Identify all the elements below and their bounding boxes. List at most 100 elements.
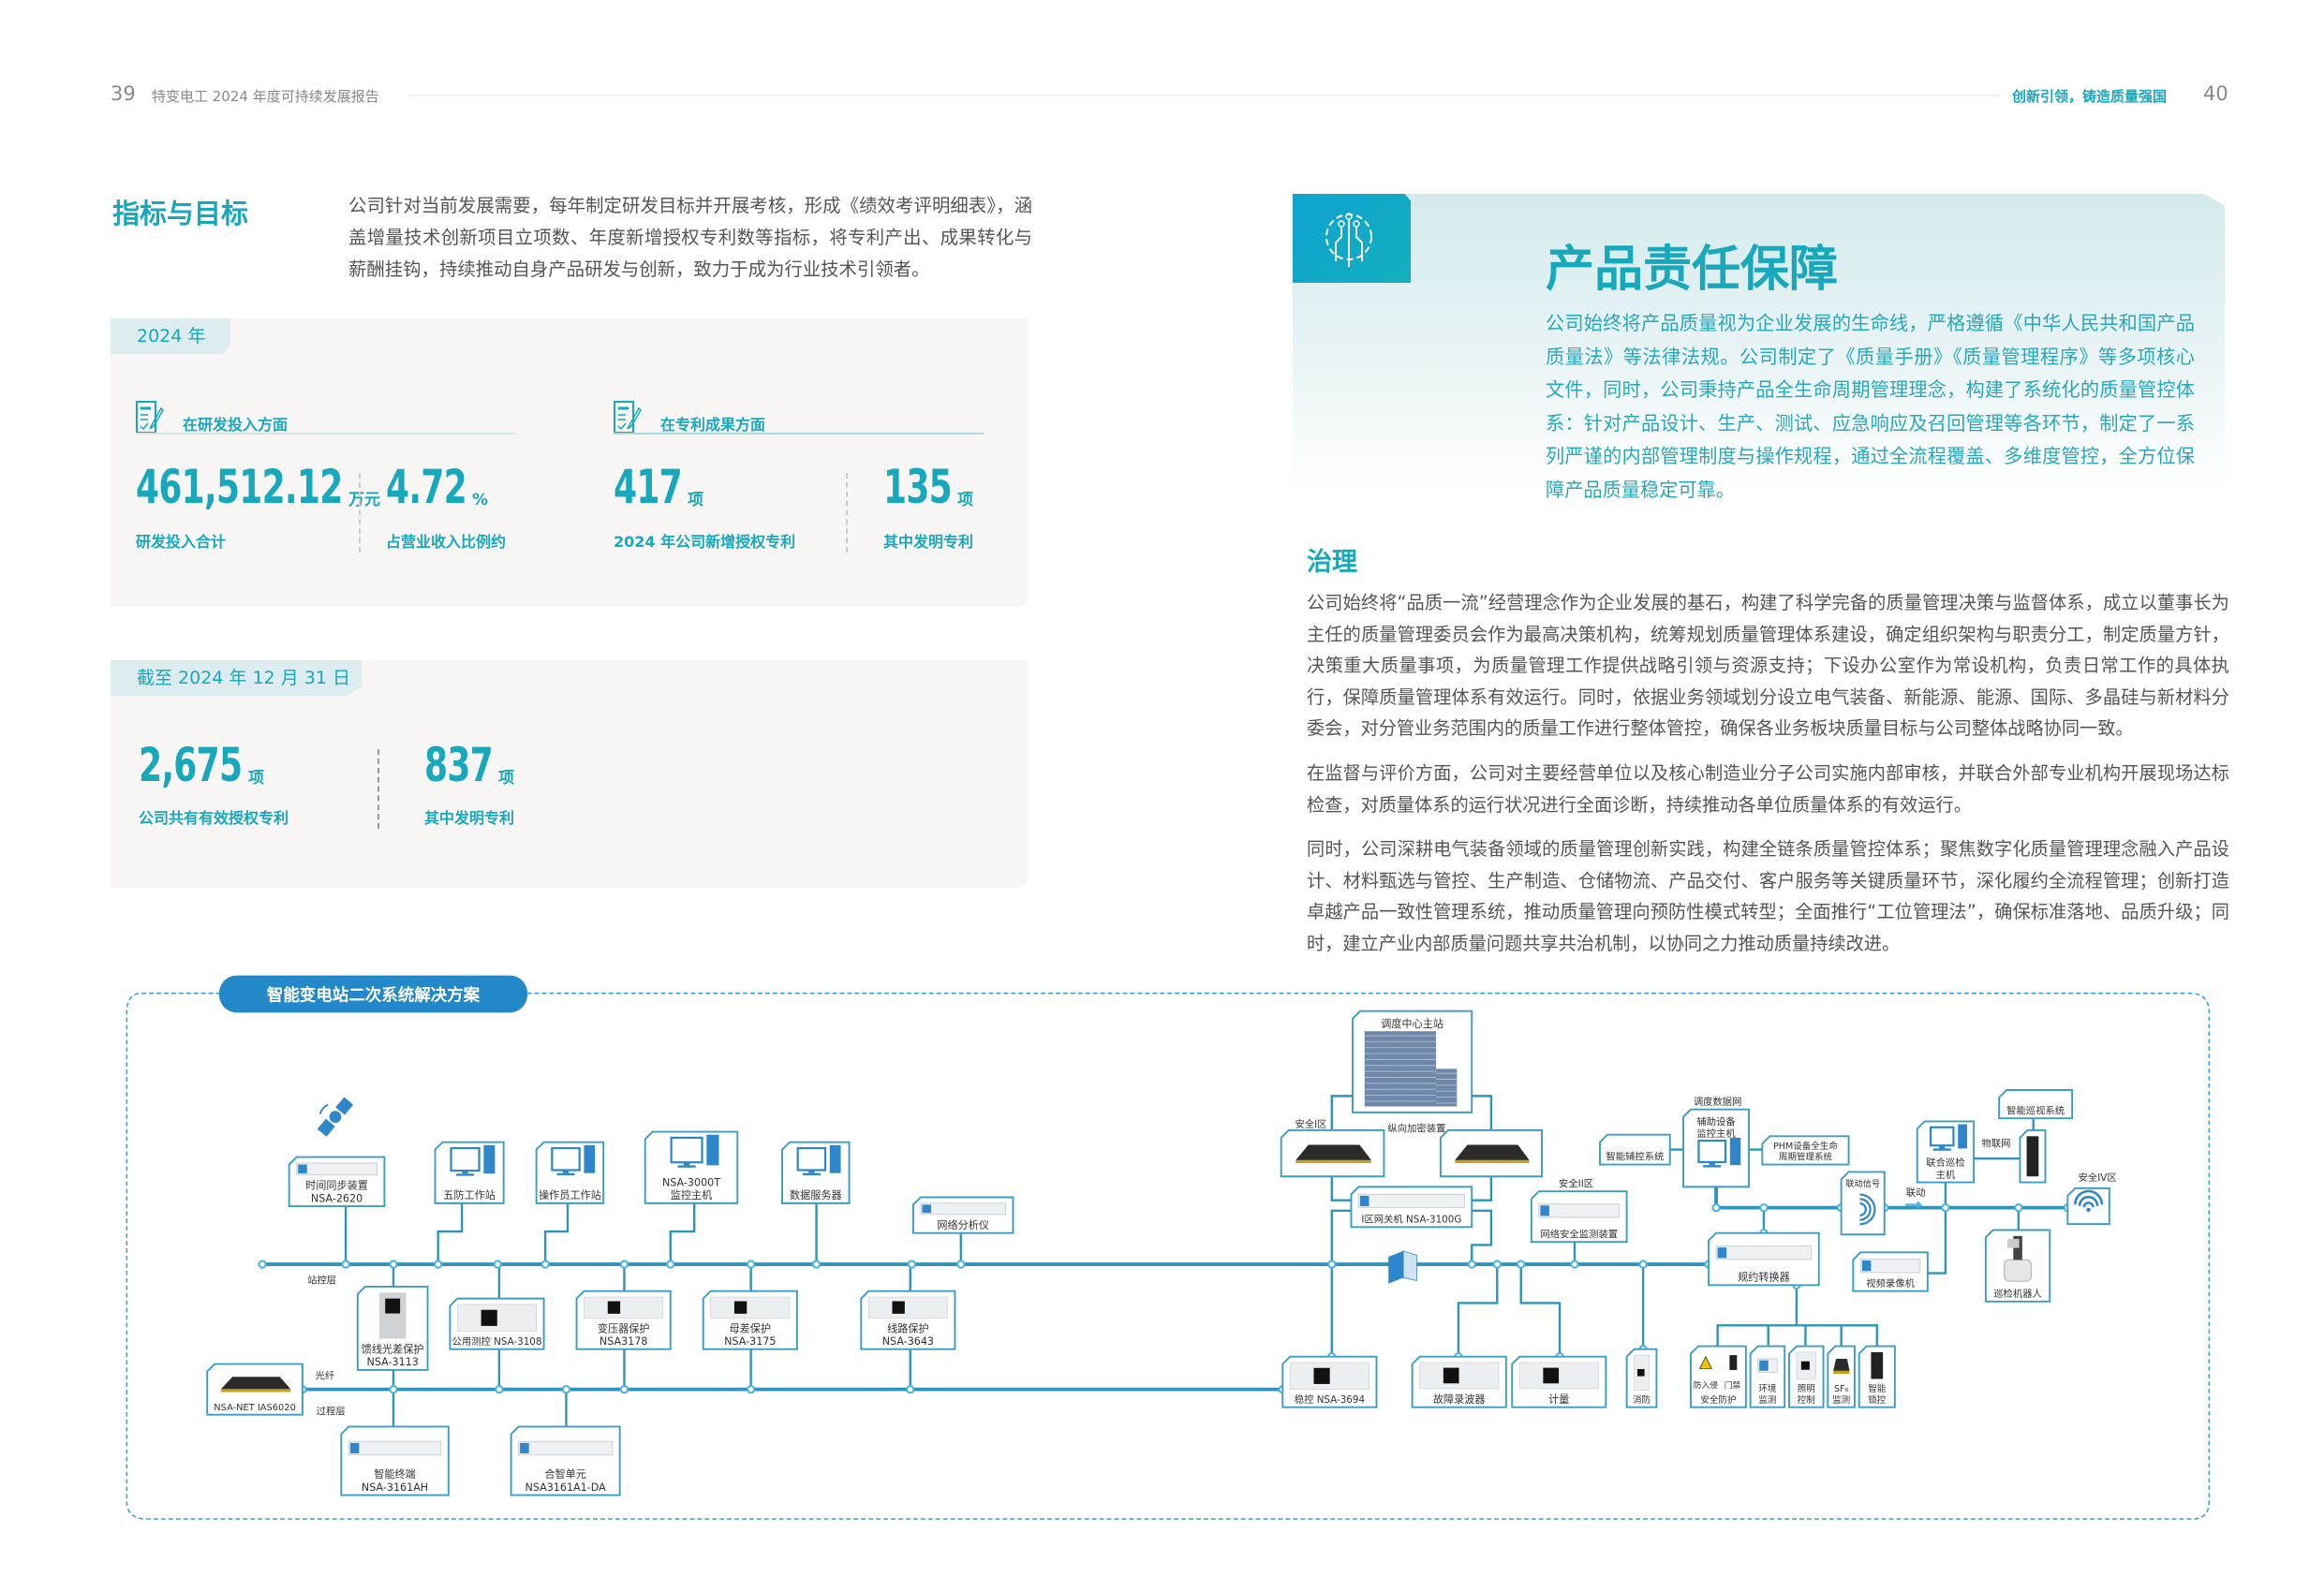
protection-device-icon: [1289, 1362, 1369, 1391]
aux-host-label: 监控主机: [1696, 1127, 1736, 1140]
intrusion-label: 防入侵: [1694, 1379, 1718, 1391]
stat-value-wrap: 461,512.12: [136, 464, 343, 510]
bus-node: [746, 1384, 756, 1394]
bus-node: [907, 1260, 917, 1269]
bus-node: [746, 1260, 756, 1269]
connector-line: [543, 1202, 570, 1265]
protection-device-icon: [710, 1296, 791, 1319]
nvr-label: 视频录像机: [1866, 1277, 1915, 1290]
station-layer-label: 站控层: [307, 1275, 336, 1287]
gear-circuit-icon-tile: [1293, 194, 1411, 283]
rack-device-icon: [1757, 1358, 1778, 1373]
link-signal-label: 联动信号: [1845, 1178, 1880, 1189]
stat-unit: 项: [957, 491, 973, 509]
metering-label: 计量: [1548, 1393, 1569, 1406]
network-device-icon: [1295, 1144, 1371, 1160]
operator-label: 操作员工作站: [539, 1188, 601, 1201]
card-tab: 截至 2024 年 12 月 31 日: [111, 660, 362, 696]
stability-label: 稳控 NSA-3694: [1295, 1393, 1365, 1406]
report-title: 特变电工 2024 年度可持续发展报告: [152, 88, 379, 105]
protection-device-icon: [456, 1304, 538, 1333]
env-label: 环境: [1758, 1383, 1777, 1394]
protection-device-icon: [1419, 1362, 1500, 1390]
bus-node: [2014, 1202, 2023, 1213]
line-prot-label: 线路保护: [887, 1321, 929, 1334]
fiber-label: 光纤: [315, 1370, 334, 1382]
bus-node: [433, 1260, 443, 1269]
section-title: 产品责任保障: [1546, 242, 1839, 298]
phm-label: PHM设备全生命: [1773, 1141, 1838, 1152]
stat-label: 2024 年公司新增授权专利: [614, 533, 796, 551]
busbar-label: 母差保护: [730, 1321, 772, 1334]
time-sync-label: 时间同步装置: [305, 1180, 368, 1192]
connector-line: [437, 1202, 464, 1265]
stat-label: 研发投入合计: [136, 533, 227, 551]
terminal-label: 智能终端: [374, 1467, 416, 1481]
wifi-icon: [2074, 1189, 2104, 1213]
divider: [359, 473, 361, 553]
stat-value: 461,512.12: [136, 460, 343, 514]
device-icon: [1871, 1351, 1884, 1379]
bus-node: [666, 1260, 675, 1269]
fire-label: 消防: [1633, 1394, 1651, 1406]
patent-results-heading: 在专利成果方面: [660, 416, 766, 434]
satellite-icon: [317, 1097, 354, 1137]
governance-paragraph: 同时，公司深耕电气装备领域的质量管理创新实践，构建全链条质量管控体系；聚焦数字化…: [1307, 838, 2229, 954]
divider: [846, 473, 848, 553]
stat-unit: 万元: [348, 491, 380, 509]
rack-device-icon: [518, 1440, 614, 1456]
signal-wave-icon: [1859, 1193, 1876, 1226]
joint-host-label: 主机: [1936, 1169, 1956, 1181]
security-zone-4-label: 安全IV区: [2079, 1172, 2117, 1184]
data-server-label: 数据服务器: [790, 1188, 842, 1201]
bus-node: [1517, 1260, 1526, 1269]
goals-text: 公司针对当前发展需要，每年制定研发目标并开展考核，形成《绩效考评明细表》，涵盖增…: [348, 195, 1032, 280]
governance-body: 公司始终将“品质一流”经营理念作为企业发展的基石，构建了科学完备的质量管理决策与…: [1307, 587, 2229, 973]
stat-unit: 项: [248, 769, 264, 788]
linkage-label: 联动: [1906, 1187, 1926, 1199]
bus-node: [619, 1260, 629, 1269]
feeder-label: NSA-3113: [367, 1356, 419, 1368]
device-box: [1827, 1345, 1856, 1408]
stat-value-wrap: 135: [883, 464, 953, 510]
stat-value: 417: [614, 460, 683, 514]
common-ctrl-label: 公用测控 NSA-3108: [452, 1335, 542, 1348]
bus-node: [389, 1384, 398, 1394]
governance-heading: 治理: [1307, 548, 1357, 577]
device-led-strip: [1295, 1159, 1371, 1164]
connector-line: [669, 1202, 696, 1265]
connector-line: [1330, 1095, 1493, 1130]
rack-device-icon: [1859, 1259, 1921, 1274]
lighting-label: 照明: [1798, 1384, 1815, 1394]
card-tab: 2024 年: [111, 318, 230, 354]
computer-icon: [796, 1144, 841, 1176]
computer-icon: [551, 1144, 596, 1176]
bus-node: [341, 1260, 350, 1269]
device-box: [1599, 1133, 1671, 1166]
computer-icon: [670, 1134, 719, 1168]
connector-line: [1457, 1264, 1499, 1357]
rack-device-icon: [348, 1440, 442, 1456]
section-underline: [614, 433, 984, 435]
busbar-label: NSA-3175: [724, 1335, 776, 1348]
computer-icon: [1697, 1137, 1741, 1168]
stat-value-wrap: 837: [424, 738, 494, 792]
bus-node: [561, 1384, 571, 1394]
process-layer-label: 过程层: [317, 1406, 346, 1418]
device-box: [1761, 1135, 1850, 1166]
lock-label: 锁控: [1868, 1394, 1887, 1406]
connector-line: [1330, 1209, 1493, 1265]
bus-node: [258, 1260, 267, 1269]
connector-line: [1330, 1176, 1493, 1201]
stat-value: 837: [424, 738, 494, 792]
header-divider: [407, 95, 2000, 96]
network-device-icon: [1833, 1359, 1850, 1371]
bus-node: [811, 1260, 822, 1269]
protection-device-icon: [584, 1296, 664, 1319]
bus-node: [619, 1384, 629, 1394]
transformer-label: NSA3178: [600, 1335, 648, 1348]
